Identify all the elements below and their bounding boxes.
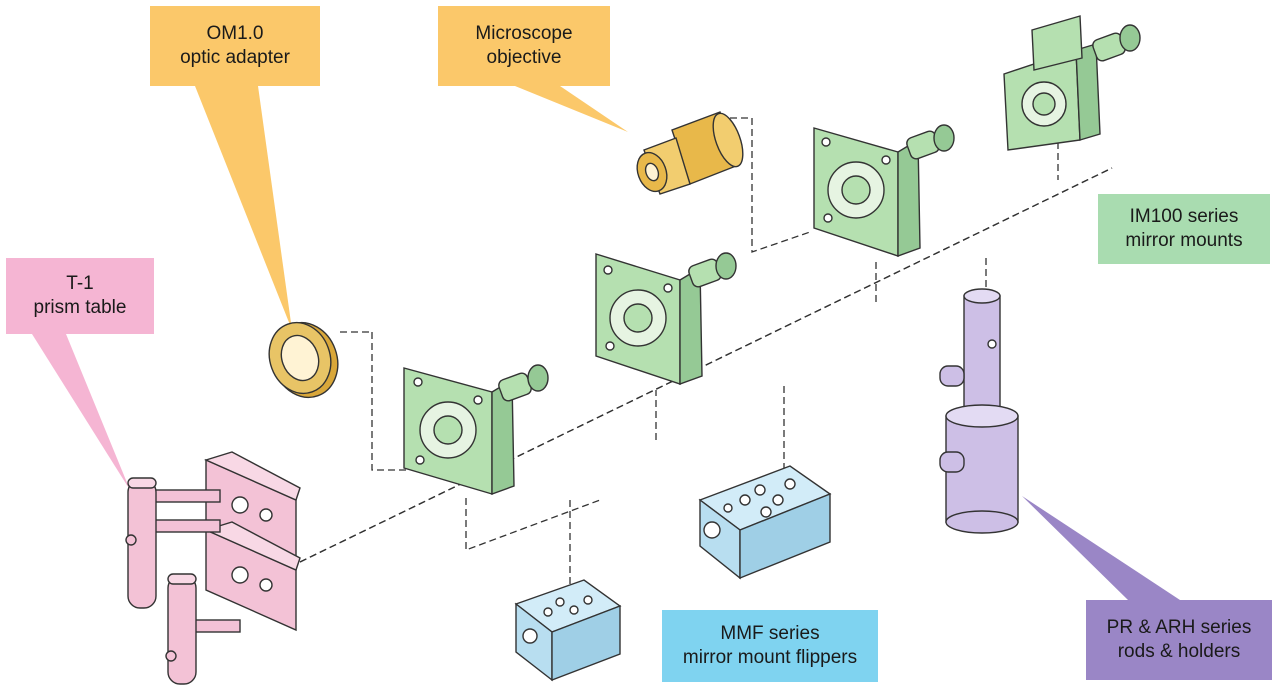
mirror-flippers-label-line2: mirror mount flippers	[682, 647, 858, 668]
mirror-mount-4-illustration	[1003, 15, 1141, 151]
rods-holders-callout: PR & ARH series rods & holders	[1086, 600, 1272, 680]
prism-table-illustration	[125, 451, 301, 685]
microscope-objective-illustration	[636, 111, 744, 195]
om-adapter-label-line2: optic adapter	[180, 47, 290, 68]
om-adapter-callout: OM1.0 optic adapter	[150, 6, 320, 86]
t1-callout-tail	[32, 334, 130, 490]
assembly-lines	[299, 117, 1113, 594]
mirror-flippers-label-line1: MMF series	[720, 623, 820, 644]
microscope-objective-label-line2: objective	[486, 47, 562, 68]
microscope-objective-callout: Microscope objective	[438, 6, 610, 86]
mirror-flippers-callout: MMF series mirror mount flippers	[662, 610, 878, 682]
rods-holders-label-line1: PR & ARH series	[1106, 617, 1252, 638]
mirror-mount-2-illustration	[595, 252, 737, 385]
mirror-mount-3-illustration	[813, 124, 955, 257]
rod-holder-illustration	[939, 288, 1019, 534]
rods-holders-label-line2: rods & holders	[1117, 641, 1241, 662]
om-adapter-label-line1: OM1.0	[206, 23, 264, 44]
pr-callout-tail	[1022, 496, 1180, 600]
mo-callout-tail	[515, 86, 628, 132]
prism-table-callout: T-1 prism table	[6, 258, 154, 334]
microscope-objective-label-line1: Microscope	[475, 23, 573, 44]
mmf-block-small-illustration	[514, 579, 622, 682]
prism-table-label-line1: T-1	[66, 273, 94, 294]
mirror-mounts-label-line1: IM100 series	[1129, 206, 1239, 227]
mirror-mounts-label-line2: mirror mounts	[1125, 230, 1243, 251]
optic-adapter-illustration	[268, 321, 339, 399]
prism-table-label-line2: prism table	[33, 297, 127, 318]
om-callout-tail	[195, 86, 292, 330]
mmf-block-large-illustration	[698, 465, 832, 580]
mirror-mounts-callout: IM100 series mirror mounts	[1098, 194, 1270, 264]
mirror-mount-1-illustration	[403, 364, 549, 495]
